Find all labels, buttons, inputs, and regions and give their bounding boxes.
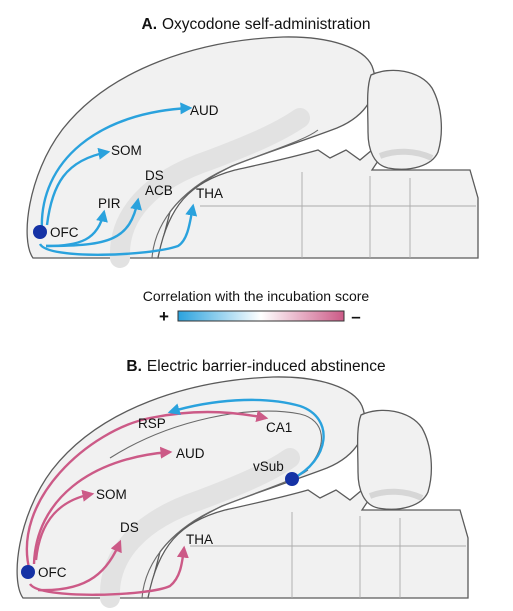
panel-a-letter: A. [142,16,158,33]
panel-b-letter: B. [126,358,142,375]
ofc-node-a [33,225,47,239]
path-vsub-rsp-b [167,398,325,481]
path-ofc-aud-b [32,446,173,565]
brain-sagittal-b [17,377,468,598]
label-ofc-b: OFC [38,565,67,580]
label-acb-a: ACB [145,183,173,198]
path-ofc-som-b [34,489,95,561]
label-rsp-b: RSP [138,416,166,431]
label-ca1-b: CA1 [266,420,292,435]
path-ofc-som-a [45,147,111,226]
panel-b-title-text: Electric barrier-induced abstinence [147,358,386,375]
path-ofc-rsp-ca1-b [25,410,269,573]
brain-sagittal-a [27,37,478,258]
path-ofc-ds-b [37,539,122,592]
path-ofc-ds-acb-a [45,197,142,248]
legend-plus-sign: + [159,307,169,326]
label-ofc-a: OFC [50,225,79,240]
panel-a: A.Oxycodone self-administration AUD SOM … [27,16,478,258]
ofc-node-b [21,565,35,579]
legend-minus-sign: – [351,307,360,326]
label-ds-b: DS [120,520,139,535]
path-ofc-tha-b [28,545,189,596]
path-ofc-aud-a [40,102,193,233]
path-ofc-tha-a [38,203,198,256]
panel-b: B. Electric barrier-induced abstinence RS… [17,358,468,598]
label-pir-a: PIR [98,196,121,211]
hippocampus-arc [109,410,322,469]
label-tha-b: THA [186,532,213,547]
legend-color-bar [177,310,345,322]
label-aud-a: AUD [190,103,219,118]
panel-a-title-text: Oxycodone self-administration [162,16,371,33]
vsub-node-b [285,472,299,486]
label-ds-a: DS [145,168,164,183]
panel-b-title: B. Electric barrier-induced abstinence [126,358,385,375]
label-tha-a: THA [196,186,223,201]
legend-title: Correlation with the incubation score [143,288,370,304]
label-som-b: SOM [96,487,127,502]
label-vsub-b: vSub [253,459,284,474]
legend: Correlation with the incubation score + … [143,288,370,326]
panel-a-title: A.Oxycodone self-administration [142,16,371,33]
label-som-a: SOM [111,143,142,158]
label-aud-b: AUD [176,446,205,461]
